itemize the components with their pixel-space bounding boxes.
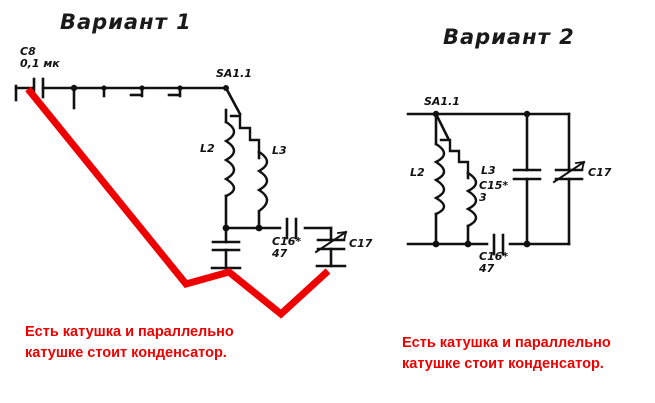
v1-junction-switch-pivot: [223, 85, 229, 91]
v1-l3-coil: [256, 150, 269, 213]
v2-label-l3: L3: [481, 164, 496, 177]
v1-junction-node-right: [255, 224, 263, 232]
v2-label-sa1-1: SA1.1: [424, 95, 460, 108]
variant-1-annotation-note: Есть катушка и параллельно катушке стоит…: [25, 324, 234, 361]
variant-1-title: Вариант 1: [60, 10, 192, 34]
variant-2-annotation-note: Есть катушка и параллельно катушке стоит…: [402, 335, 611, 372]
v2-label-c17: C17: [588, 166, 612, 179]
v1-label-sa1-1: SA1.1: [216, 67, 252, 80]
v1-junction-tap-2: [139, 85, 145, 91]
v1-label-c8: C8 0,1 мк: [20, 45, 60, 70]
v2-sa1-1-blade: [434, 112, 450, 140]
v1-label-l2: L2: [200, 142, 215, 155]
v2-l3-coil: [465, 171, 478, 228]
v2-c17-variable-arrow: [552, 160, 586, 184]
v1-junction-node-left: [222, 224, 230, 232]
v1-c17-variable-arrowhead: [336, 230, 348, 242]
v1-label-c17: C17: [349, 237, 373, 250]
v2-junction-l2-bottom: [432, 240, 440, 248]
v1-junction-tap-3: [177, 85, 183, 91]
variant-1-circuit: [14, 77, 348, 270]
v2-label-l2: L2: [410, 166, 425, 179]
v2-junction-c15-top: [523, 110, 531, 118]
v2-junction-c15-bottom: [523, 240, 531, 248]
v2-junction-l3-bottom: [464, 240, 472, 248]
v2-label-c15: C15* 3: [479, 179, 509, 204]
v1-sa1-1-contact-steps: [229, 114, 261, 154]
v1-label-l3: L3: [272, 144, 287, 157]
v1-label-c16: C16* 47: [272, 235, 302, 260]
variant-2-junctions: [432, 110, 531, 248]
v2-label-c16: C16* 47: [479, 250, 509, 275]
v1-c17-variable-arrow: [314, 230, 348, 254]
variant-2-title: Вариант 2: [443, 25, 575, 49]
v2-c17-variable-arrowhead: [574, 160, 586, 172]
v2-junction-switch-pivot: [432, 110, 440, 118]
v1-sa1-1-blade: [224, 86, 242, 116]
variant-1-junctions: [70, 84, 263, 232]
v1-l2-coil: [223, 120, 236, 198]
red-pointer-polyline: [25, 86, 331, 319]
v1-junction-tap-1: [101, 85, 107, 91]
v2-sa1-1-contact-steps: [439, 138, 470, 175]
v2-l2-coil: [433, 142, 446, 216]
red-pointer-path: [25, 86, 331, 319]
v1-junction-bus-stub: [70, 84, 78, 92]
